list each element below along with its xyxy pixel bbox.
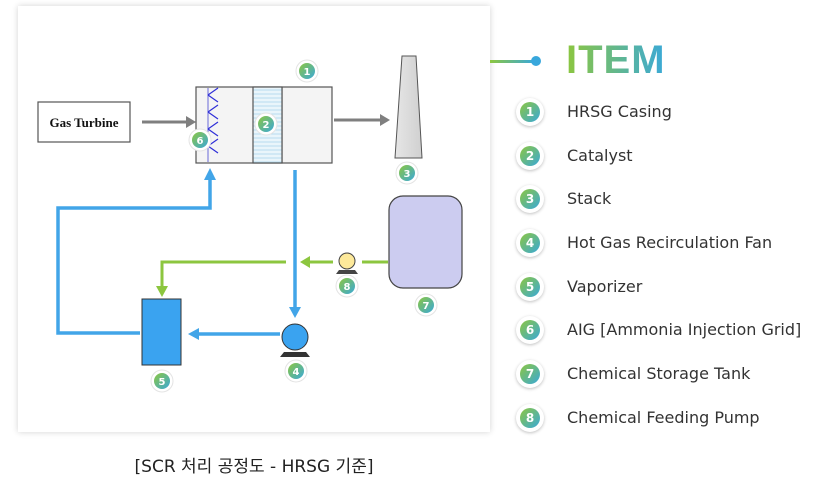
legend-title: ITEM: [566, 38, 666, 82]
badge-3: 3: [395, 161, 419, 185]
badge-7: 7: [414, 293, 438, 317]
legend-item-label: Catalyst: [567, 145, 633, 165]
legend-header-dot: [531, 56, 541, 66]
fan-to-vaporizer-line: [188, 328, 280, 340]
svg-text:7: 7: [423, 301, 430, 312]
legend-item-label: HRSG Casing: [567, 102, 672, 121]
legend-item-label: Stack: [567, 189, 612, 209]
hot-gas-line-to-fan: [289, 170, 301, 318]
legend-item-stack: 3 Stack: [516, 181, 816, 225]
badge-5: 5: [150, 369, 174, 393]
gas-turbine-label: Gas Turbine: [49, 115, 118, 130]
svg-text:6: 6: [197, 136, 204, 147]
legend-badge: 6: [516, 316, 544, 345]
legend-item-aig: 6 AIG [Ammonia Injection Grid]: [516, 312, 816, 356]
legend-item-label: AIG [Ammonia Injection Grid]: [567, 320, 802, 340]
legend-item-hot-gas-recirculation-fan: 4 Hot Gas Recirculation Fan: [516, 225, 816, 269]
legend-item-chemical-feeding-pump: 8 Chemical Feeding Pump: [516, 400, 816, 444]
legend-item-vaporizer: 5 Vaporizer: [516, 269, 816, 313]
legend-badge: 2: [516, 141, 544, 170]
legend-badge: 5: [516, 272, 544, 301]
aig-inlet-arrowhead: [204, 168, 216, 180]
legend-item-label: Chemical Feeding Pump: [567, 407, 760, 427]
badge-4: 4: [284, 359, 308, 383]
hot-gas-recirculation-fan: [280, 323, 310, 357]
legend-header: ITEM: [490, 38, 810, 84]
legend-badge: 1: [516, 98, 544, 126]
badge-1: 1: [295, 59, 319, 83]
badge-2: 2: [254, 112, 278, 136]
legend-item-label: Vaporizer: [567, 276, 643, 296]
legend-item-catalyst: 2 Catalyst: [516, 138, 816, 182]
badge-8: 8: [335, 274, 359, 298]
legend-list: 1 HRSG Casing 2 Catalyst 3 Stack 4 Hot G…: [516, 94, 816, 444]
svg-text:2: 2: [263, 120, 270, 131]
vaporizer-to-aig-line: [56, 178, 212, 335]
vaporizer: [141, 298, 182, 366]
legend-badge: 7: [516, 360, 544, 389]
legend-header-line: [490, 60, 534, 63]
legend-badge: 3: [516, 185, 544, 214]
diagram-caption: [SCR 처리 공정도 - HRSG 기준]: [134, 457, 374, 477]
badge-6: 6: [188, 128, 212, 152]
gas-turbine: Gas Turbine: [37, 101, 131, 143]
svg-text:5: 5: [159, 377, 166, 388]
svg-text:4: 4: [293, 367, 300, 378]
legend-item-hrsg-casing: 1 HRSG Casing: [516, 94, 816, 138]
chemical-storage-tank: [388, 195, 463, 289]
chemical-feeding-pump: [336, 252, 358, 274]
svg-text:1: 1: [304, 67, 311, 78]
flue-gas-to-stack-arrow: [334, 114, 390, 126]
pump-to-vaporizer-line: [156, 256, 333, 297]
legend-item-label: Chemical Storage Tank: [567, 364, 751, 384]
flue-gas-inlet-arrow: [142, 116, 196, 128]
legend-badge: 8: [516, 403, 544, 432]
stack: [394, 55, 423, 159]
svg-text:8: 8: [344, 282, 351, 293]
legend-item-label: Hot Gas Recirculation Fan: [567, 233, 773, 253]
svg-text:3: 3: [404, 169, 411, 180]
legend-badge: 4: [516, 229, 544, 258]
legend-item-chemical-storage-tank: 7 Chemical Storage Tank: [516, 356, 816, 400]
aig-nozzles: [207, 87, 219, 154]
